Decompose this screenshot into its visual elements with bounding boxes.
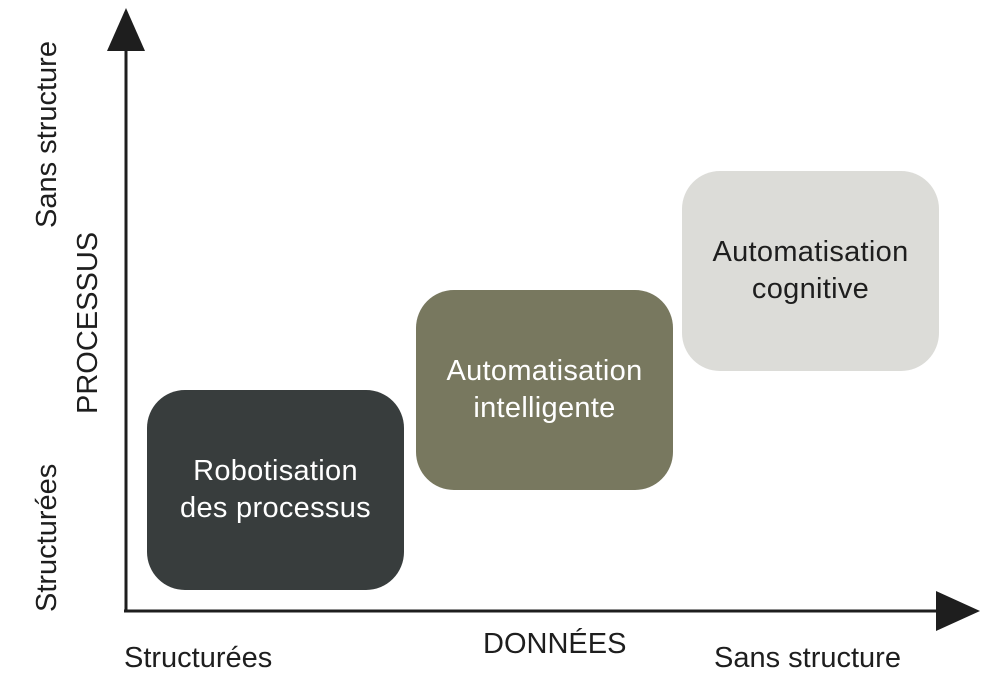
- box-label-line: Automatisation: [446, 355, 643, 387]
- x-axis-title: DONNÉES: [483, 628, 627, 660]
- x-axis-start-label: Structurées: [124, 642, 273, 674]
- box-label-line: des processus: [180, 492, 371, 524]
- box-robotisation-processus: Robotisation des processus: [147, 390, 404, 590]
- box-label-line: Automatisation: [712, 236, 909, 268]
- box-automatisation-intelligente: Automatisation intelligente: [416, 290, 673, 490]
- y-axis-arrow-icon: [107, 8, 145, 51]
- box-label-line: cognitive: [751, 273, 870, 305]
- x-axis-arrow-icon: [936, 591, 980, 631]
- y-axis-end-label: Sans structure: [31, 41, 63, 228]
- y-axis-start-label: Structurées: [31, 463, 63, 612]
- box-automatisation-cognitive: Automatisation cognitive: [682, 171, 939, 371]
- y-axis-title: PROCESSUS: [72, 231, 104, 414]
- x-axis-end-label: Sans structure: [714, 642, 901, 674]
- box-label-line: Robotisation: [193, 455, 358, 487]
- box-label-line: intelligente: [473, 392, 616, 424]
